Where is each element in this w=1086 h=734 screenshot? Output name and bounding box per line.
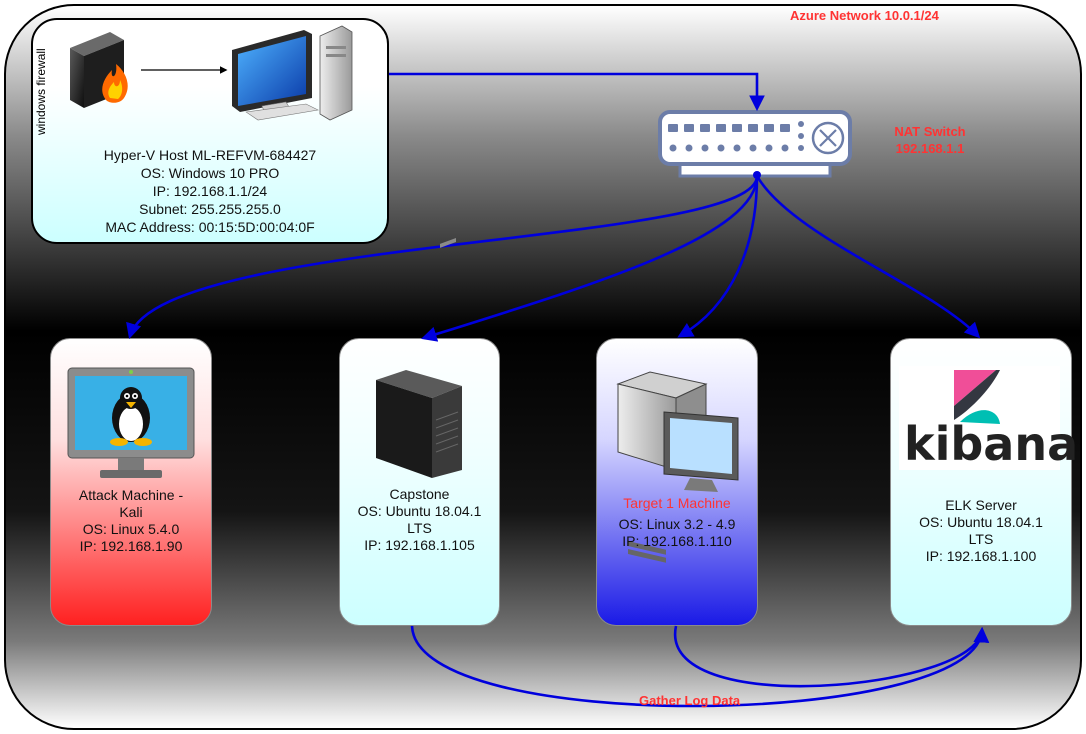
host-details: Hyper-V Host ML-REFVM-684427 OS: Windows… [31,146,389,236]
elk-server-os-lts: LTS [968,531,994,547]
switch-to-target-link [677,175,759,338]
target-workstation-icon [616,371,739,563]
capstone-to-elk-log-flow [410,625,990,708]
host-os: OS: Windows 10 PRO [140,165,280,181]
attack-machine-ip: IP: 192.168.1.90 [79,538,183,554]
gather-log-data-label: Gather Log Data [639,693,741,708]
kali-linux-monitor-icon [67,367,195,478]
switch-to-elk-link [755,175,981,339]
attack-machine-name-line1: Attack Machine - [78,487,184,503]
capstone-name: Capstone [389,486,450,502]
capstone-server-tower-icon [376,238,462,478]
elk-server-details: ELK Server OS: Ubuntu 18.04.1 LTS IP: 19… [890,497,1072,565]
host-subnet: Subnet: 255.255.255.0 [139,201,281,217]
connectors [126,72,990,708]
host-name: Hyper-V Host ML-REFVM-684427 [103,147,317,163]
desktop-pc-icon [232,25,353,121]
firewall-icon [70,32,128,108]
switch-to-attack-link [126,175,759,339]
switch-name: NAT Switch [894,124,966,139]
kibana-logo-mark [954,370,1000,424]
target-to-elk-log-flow [674,625,989,688]
attack-machine-details: Attack Machine - Kali OS: Linux 5.4.0 IP… [50,487,212,555]
target-machine-details: Target 1 Machine OS: Linux 3.2 - 4.9 IP:… [596,495,758,550]
elk-server-name: ELK Server [945,497,1017,513]
target-machine-os: OS: Linux 3.2 - 4.9 [618,516,736,532]
elk-server-ip: IP: 192.168.1.100 [925,548,1037,564]
attack-machine-os: OS: Linux 5.4.0 [82,521,180,537]
capstone-ip: IP: 192.168.1.105 [364,537,475,553]
host-mac: MAC Address: 00:15:5D:00:04:0F [105,219,315,235]
target-machine-ip: IP: 192.168.1.110 [622,533,732,549]
target-machine-name: Target 1 Machine [623,495,731,511]
switch-label: NAT Switch 192.168.1.1 [880,123,980,157]
switch-port-dot [753,171,761,179]
host-to-switch-link [389,72,765,112]
attack-machine-name-line2: Kali [119,504,143,520]
capstone-os-lts: LTS [407,520,432,536]
capstone-details: Capstone OS: Ubuntu 18.04.1 LTS IP: 192.… [339,486,500,554]
kibana-wordmark: kibana [904,417,1079,471]
switch-ip: 192.168.1.1 [895,141,965,156]
capstone-os: OS: Ubuntu 18.04.1 [357,503,482,519]
elk-server-os: OS: Ubuntu 18.04.1 [919,514,1043,530]
nat-switch-icon [658,110,852,178]
host-ip: IP: 192.168.1.1/24 [152,183,268,199]
network-label: Azure Network 10.0.1/24 [790,8,939,23]
switch-to-capstone-link [421,175,759,342]
